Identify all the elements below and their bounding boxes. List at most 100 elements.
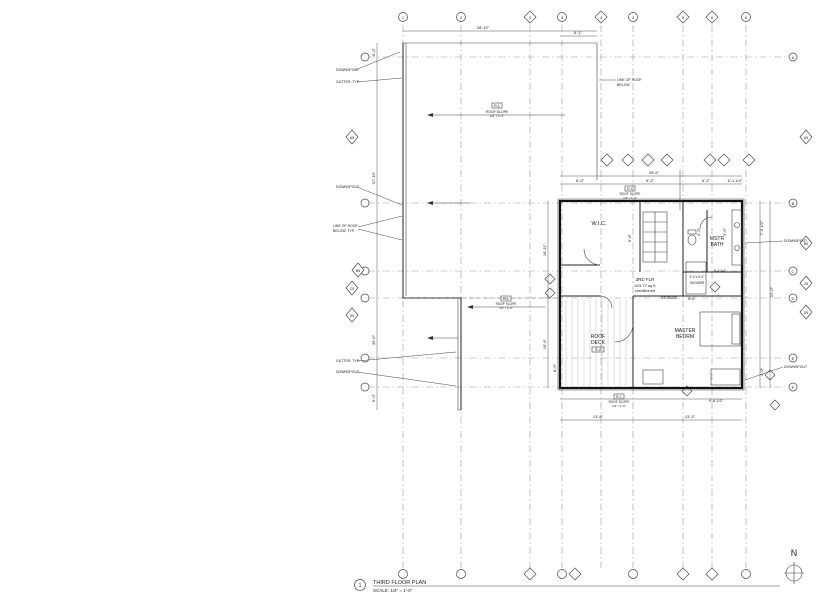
dimension-text: 6'-1 1/4" — [714, 269, 728, 273]
room-label-master-bedrm: BEDRM — [676, 334, 694, 340]
grid-label: 4 — [600, 15, 603, 20]
grid-bubbles-right: A B C D E F — [788, 52, 798, 392]
grid-label: 6 — [711, 15, 714, 20]
area-label: 3RD FLR — [636, 277, 656, 282]
annotation-text: DOWNSPOUT — [336, 185, 360, 189]
dimension-text: 13'-8" — [593, 414, 604, 419]
room-label-mstr-bath: BATH — [711, 242, 724, 248]
section-marker-label: B5 — [804, 242, 808, 246]
house-walls — [557, 198, 745, 391]
dimension-text: 28'-10" — [477, 25, 490, 30]
roof-slopes: R-1 ROOF SLOPE 1/4" / 1'-0" R-1 ROOF SLO… — [427, 102, 640, 408]
section-marker-label: A5 — [804, 136, 808, 140]
roof-slope-tag: R-1 — [616, 395, 622, 399]
dimension-text: 3'-0 x 5'-0" — [690, 275, 705, 279]
dimension-text: 6'-2" — [702, 178, 711, 183]
grid-label: E — [792, 356, 795, 361]
grid-bubbles-top: 1 2 3 3 4 4 5 6 6 — [398, 10, 751, 24]
annotation-text: LINE OF ROOF — [333, 224, 358, 228]
dimensions: 28'-10" 6'-1" 26'-6" 6'-0" 9'-2" 6'-1 1/… — [371, 25, 774, 421]
room-label-shower: SHOWER — [690, 281, 705, 285]
roof-slope-tag: R-1 — [627, 187, 633, 191]
grid-label: A — [792, 55, 795, 60]
dimension-text: 35'-6" — [371, 334, 376, 345]
dimension-text: 26'-6" — [649, 170, 660, 175]
section-marker-label: B5 — [356, 269, 360, 273]
annotations: DOWNSPOUT GUTTER, TYP. LINE OF ROOF BELO… — [333, 51, 808, 387]
grid-label: 1 — [402, 15, 405, 20]
roof-slope-label: ROOF SLOPE — [486, 110, 509, 114]
grid-label: 2 — [460, 15, 463, 20]
roof-slope-tag: R-1 — [494, 104, 500, 108]
area-label: conditioned — [635, 288, 655, 293]
room-label-wic: W.I.C. — [592, 221, 607, 227]
dimension-text: 22'-0" — [769, 286, 774, 297]
room-label-storage: STORAGE — [661, 296, 677, 300]
roof-slope-value: 1/4" / 1'-0" — [490, 114, 505, 118]
drawing-scale: SCALE: 1/4" = 1'-0" — [373, 588, 413, 593]
room-label-master-bedrm: MASTER — [675, 328, 696, 334]
annotation-text: DOWNSPOUT — [336, 370, 360, 374]
grid-label: 5 — [682, 15, 685, 20]
dimension-text: 9'-8 1/2" — [709, 398, 724, 403]
section-marker-label: A5 — [350, 136, 354, 140]
dimension-text: 4'-0" — [759, 367, 764, 376]
roof-slope-label: ROOF SLOPE — [609, 400, 630, 404]
north-label: N — [791, 548, 798, 558]
dimension-text: 3'-0" — [722, 227, 727, 236]
section-marker-label: C5 — [804, 282, 809, 286]
grid-label: C — [792, 269, 795, 274]
grid-label: F — [792, 385, 795, 390]
dimension-text: 37'-10" — [371, 171, 376, 184]
grid-label: 4 — [632, 15, 635, 20]
annotation-text: DOWNSPOUT — [336, 68, 360, 72]
dimension-text: 6'-0" — [371, 393, 376, 402]
grid-label: 3 — [561, 15, 564, 20]
dimension-text: 6'-8" — [627, 233, 632, 242]
roof-deck-hatch — [565, 300, 627, 386]
lower-roof — [402, 42, 598, 411]
section-marker-label: D5 — [804, 311, 809, 315]
grid-label: 6 — [745, 15, 748, 20]
drawing-number: 1 — [359, 583, 362, 589]
grid-bubbles-bottom — [398, 567, 751, 581]
annotation-text: BELOW, TYP. — [333, 229, 355, 233]
annotation-text: DOWNSPOUT — [784, 365, 808, 369]
dimension-text: 16'-6" — [542, 338, 547, 349]
dimension-text: 6'-0" — [371, 47, 376, 56]
dimension-text: 5'-6" — [688, 296, 697, 301]
dimension-text: 6'-1 1/4" — [728, 178, 743, 183]
annotation-text: DOWNSPOUT — [784, 239, 808, 243]
dimension-text: 13'-3" — [685, 414, 696, 419]
annotation-text: BELOW — [617, 83, 630, 87]
grid-label: B — [792, 201, 795, 206]
grid-bubbles-left — [360, 52, 370, 392]
roof-slope-label: ROOF SLOPE — [496, 302, 517, 306]
room-label-roof-deck-tag: R-2 — [595, 348, 601, 352]
drawing-title: THIRD FLOOR PLAN — [373, 580, 426, 586]
annotation-text: GUTTER, TYP. — [336, 359, 360, 363]
annotation-text: GUTTER, TYP. — [336, 80, 360, 84]
room-label-roof-deck: DECK — [591, 340, 606, 346]
roof-slope-tag: R-1 — [503, 297, 509, 301]
annotation-text: LINE OF ROOF — [617, 78, 642, 82]
roof-slope-value: 1/4" / 1'-0" — [612, 404, 626, 408]
section-marker-label: C5 — [350, 287, 355, 291]
dimension-text: 8'-0" — [552, 363, 557, 372]
grid-label: D — [792, 296, 795, 301]
dimension-text: 3'-0" — [696, 227, 701, 236]
dimension-text: 6'-1" — [574, 30, 583, 35]
title-block: 1 THIRD FLOOR PLAN SCALE: 1/4" = 1'-0" — [354, 579, 780, 593]
dimension-text: 7'-6 1/2" — [759, 220, 764, 235]
roof-slope-value: 1/4" / 1'-0" — [499, 306, 513, 310]
grid-label: 3 — [529, 15, 532, 20]
section-marker-label: D5 — [350, 314, 355, 318]
dimension-text: 16'-11" — [542, 243, 547, 256]
north-arrow-icon: N — [784, 548, 804, 584]
room-labels: W.I.C. MSTR BATH MASTER BEDRM ROOF DECK … — [591, 221, 725, 353]
dimension-text: 6'-0" — [576, 178, 585, 183]
area-label: 623.77 sq ft — [635, 283, 657, 288]
room-label-roof-deck: ROOF — [591, 334, 605, 340]
room-label-mstr-bath: MSTR — [710, 236, 725, 242]
